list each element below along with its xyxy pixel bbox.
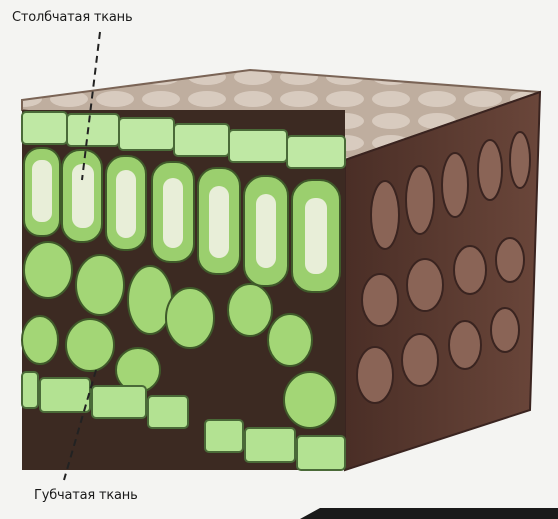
spongy-tissue-label: Губчатая ткань — [34, 488, 138, 503]
corner-shadow — [300, 508, 558, 519]
palisade-tissue-label: Столбчатая ткань — [12, 10, 132, 25]
